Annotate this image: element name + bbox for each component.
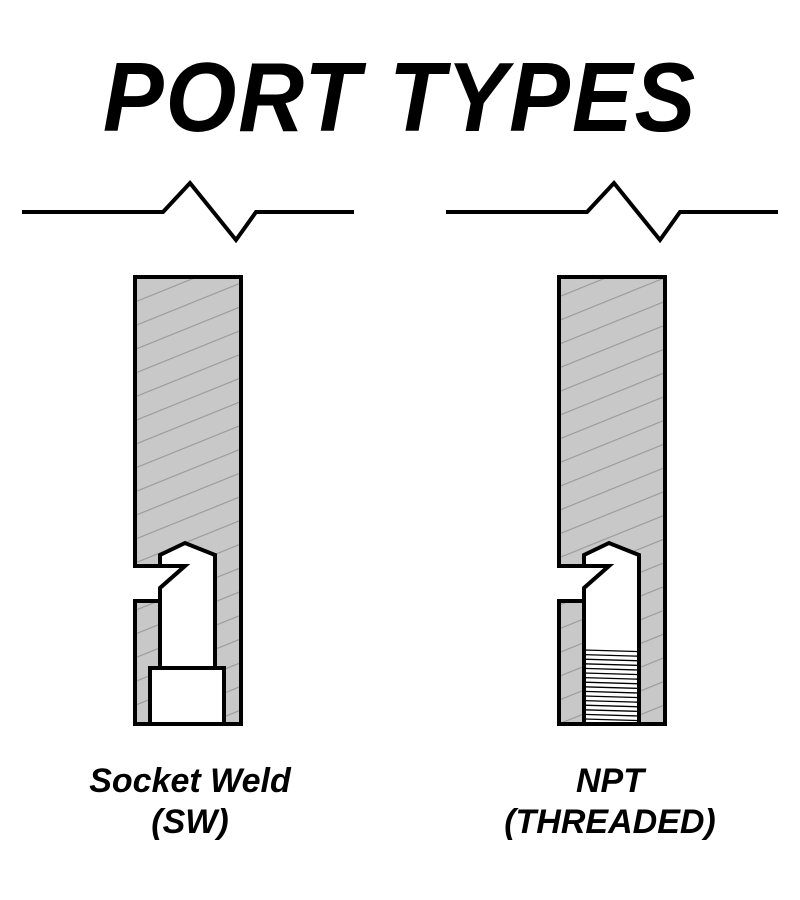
thread-line [583,704,640,708]
thread-line [583,709,640,713]
thread-line [583,653,640,657]
npt-figure [446,179,778,726]
thread-line [583,676,640,680]
thread-line [583,649,640,653]
thread-line [583,695,640,699]
npt-abbrev: (THREADED) [504,802,716,841]
socket-weld-abbrev: (SW) [151,802,229,841]
thread-line [583,686,640,690]
thread-line [583,690,640,694]
socket-weld-caption: Socket Weld (SW) [40,761,340,843]
page-title: PORT TYPES [102,42,698,152]
thread-line [583,718,640,722]
npt-label: NPT [576,762,644,800]
thread-line [583,713,640,717]
break-line-right [446,179,778,244]
thread-line [583,672,640,676]
thread-line [583,699,640,703]
break-line-left [22,179,354,244]
socket-weld-label: Socket Weld [89,762,291,800]
npt-caption: NPT (THREADED) [460,761,760,843]
thread-line [583,663,640,667]
thread-line [583,681,640,685]
socket-weld-figure [22,179,354,726]
npt-threads [583,649,640,722]
thread-line [583,667,640,671]
thread-line [583,658,640,662]
sw-socket [148,666,226,726]
